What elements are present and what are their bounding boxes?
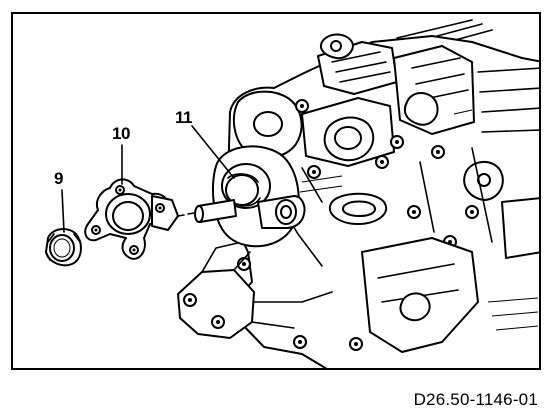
figure-code: D26.50-1146-01 (413, 390, 538, 409)
nut-9 (45, 228, 82, 267)
callout-part-9: 9 (54, 169, 63, 188)
leader-lines (61, 125, 235, 233)
callout-part-11: 11 (175, 108, 192, 127)
output-flange-housing (177, 145, 306, 248)
transmission-exploded-view (45, 19, 539, 368)
figure-frame: 9 10 11 (11, 12, 541, 370)
callout-part-10: 10 (112, 124, 130, 143)
flange-10 (84, 178, 179, 260)
transmission-housing (177, 19, 539, 368)
